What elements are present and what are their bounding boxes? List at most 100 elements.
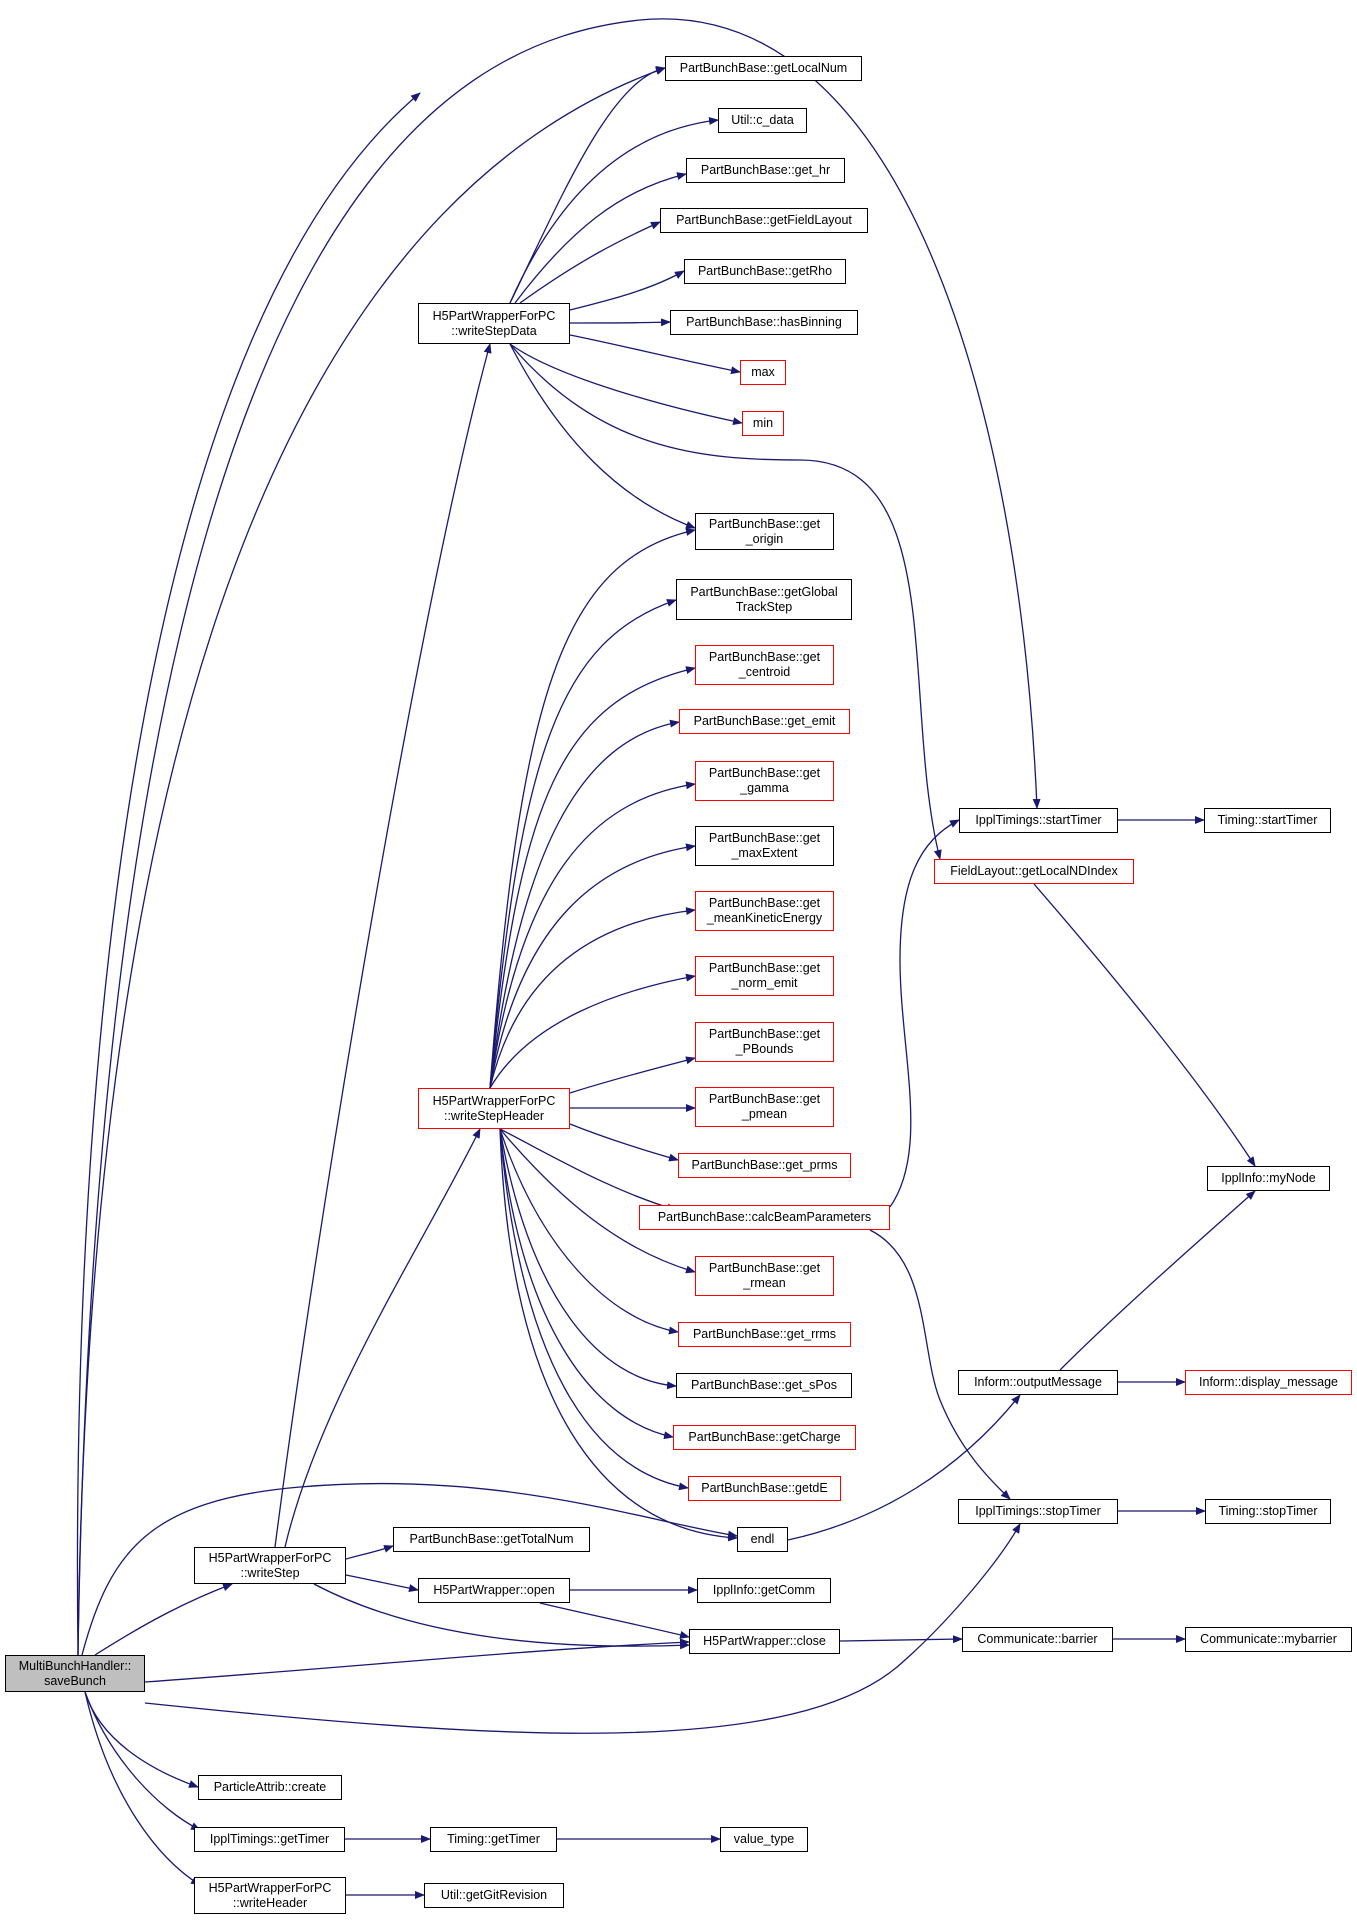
node-writeheader[interactable]: H5PartWrapperForPC::writeHeader	[194, 1877, 346, 1914]
node-get-norm-emit[interactable]: PartBunchBase::get_norm_emit	[695, 956, 834, 996]
node-get-emit[interactable]: PartBunchBase::get_emit	[679, 709, 850, 734]
node-endl[interactable]: endl	[737, 1527, 788, 1552]
node-timing-starttimer[interactable]: Timing::startTimer	[1204, 808, 1331, 833]
node-value-type[interactable]: value_type	[720, 1827, 808, 1852]
node-label-line: _meanKineticEnergy	[706, 911, 823, 925]
node-particleattrib-create[interactable]: ParticleAttrib::create	[198, 1775, 342, 1800]
call-edge	[144, 1523, 1021, 1734]
call-edge	[519, 221, 661, 304]
call-edge	[499, 1128, 674, 1440]
node-getrho[interactable]: PartBunchBase::getRho	[684, 259, 846, 284]
call-edge	[569, 1056, 696, 1094]
node-label-line: IpplTimings::getTimer	[209, 1832, 330, 1846]
node-get-hr[interactable]: PartBunchBase::get_hr	[686, 158, 845, 183]
call-edge	[284, 1128, 481, 1548]
node-getcharge[interactable]: PartBunchBase::getCharge	[673, 1425, 856, 1450]
node-get-meankineticenergy[interactable]: PartBunchBase::get_meanKineticEnergy	[695, 891, 834, 931]
node-ippltimings-gettimer[interactable]: IpplTimings::getTimer	[194, 1827, 345, 1852]
node-label-line: PartBunchBase::get	[708, 650, 821, 664]
call-edge	[499, 1128, 738, 1542]
node-get-rrms[interactable]: PartBunchBase::get_rrms	[678, 1322, 851, 1347]
node-getlocalnum[interactable]: PartBunchBase::getLocalNum	[665, 56, 862, 81]
node-label-line: Util::c_data	[731, 113, 794, 127]
node-get-maxextent[interactable]: PartBunchBase::get_maxExtent	[695, 826, 834, 866]
call-edge	[345, 1574, 419, 1592]
call-edge	[1059, 1190, 1256, 1371]
node-timing-gettimer[interactable]: Timing::getTimer	[430, 1827, 557, 1852]
node-label-line: value_type	[733, 1832, 795, 1846]
call-edge	[569, 270, 685, 311]
node-inform-display-message[interactable]: Inform::display_message	[1185, 1370, 1352, 1395]
call-edge	[489, 719, 680, 1089]
call-edge	[77, 67, 666, 1656]
node-label-line: PartBunchBase::getCharge	[688, 1430, 841, 1444]
node-ipplinfo-getcomm[interactable]: IpplInfo::getComm	[697, 1578, 831, 1603]
node-label-line: saveBunch	[44, 1673, 106, 1688]
node-writestepdata[interactable]: H5PartWrapperForPC::writeStepData	[418, 303, 570, 344]
node-max[interactable]: max	[740, 360, 786, 385]
call-edge	[94, 1583, 233, 1656]
node-communicate-barrier[interactable]: Communicate::barrier	[962, 1627, 1113, 1652]
node-label-line: PartBunchBase::getGlobal	[690, 584, 838, 599]
node-inform-outputmessage[interactable]: Inform::outputMessage	[958, 1370, 1118, 1395]
node-label-line: _origin	[745, 531, 784, 546]
node-getfieldlayout[interactable]: PartBunchBase::getFieldLayout	[660, 208, 868, 233]
node-label-line: _centroid	[738, 665, 791, 679]
node-util-c-data[interactable]: Util::c_data	[718, 108, 807, 133]
call-edge	[509, 343, 743, 426]
node-label-line: _pmean	[741, 1107, 788, 1121]
call-edge	[489, 843, 696, 1089]
node-label-line: PartBunchBase::get_hr	[700, 163, 831, 177]
node-label-line: _maxExtent	[731, 846, 798, 860]
node-label-line: PartBunchBase::get	[708, 961, 821, 975]
node-writestepheader[interactable]: H5PartWrapperForPC::writeStepHeader	[418, 1088, 570, 1129]
node-label-line: PartBunchBase::get_sPos	[691, 1378, 837, 1392]
node-label-line: PartBunchBase::getLocalNum	[679, 61, 848, 75]
node-get-rmean[interactable]: PartBunchBase::get_rmean	[695, 1256, 834, 1296]
node-calcbeamparameters[interactable]: PartBunchBase::calcBeamParameters	[639, 1205, 890, 1230]
node-get-origin[interactable]: PartBunchBase::get_origin	[695, 513, 834, 550]
node-label-line: ::writeStepData	[451, 323, 537, 338]
node-label-line: _norm_emit	[731, 976, 798, 990]
call-edge	[569, 318, 671, 327]
call-edge	[144, 1638, 690, 1683]
node-get-spos[interactable]: PartBunchBase::get_sPos	[676, 1373, 852, 1398]
node-get-pbounds[interactable]: PartBunchBase::get_PBounds	[695, 1022, 834, 1062]
call-edge	[569, 334, 741, 375]
node-label-line: IpplTimings::startTimer	[975, 813, 1102, 827]
node-multibunchhandler-savebunch: MultiBunchHandler::saveBunch	[5, 1655, 145, 1692]
call-edge	[77, 18, 1041, 1656]
node-min[interactable]: min	[742, 411, 784, 436]
node-label-line: IpplTimings::stopTimer	[975, 1504, 1101, 1518]
node-label-line: PartBunchBase::get	[708, 831, 821, 845]
node-label-line: _gamma	[740, 781, 789, 795]
node-get-pmean[interactable]: PartBunchBase::get_pmean	[695, 1087, 834, 1127]
node-label-line: PartBunchBase::get_emit	[693, 714, 836, 728]
call-edge	[869, 1229, 1011, 1500]
call-edge	[787, 1394, 1021, 1541]
call-edge	[84, 1691, 201, 1886]
node-ippltimings-stoptimer[interactable]: IpplTimings::stopTimer	[958, 1499, 1118, 1524]
node-h5partwrapper-open[interactable]: H5PartWrapper::open	[418, 1578, 570, 1603]
node-get-prms[interactable]: PartBunchBase::get_prms	[678, 1153, 851, 1178]
node-label-line: PartBunchBase::getRho	[697, 264, 833, 278]
node-timing-stoptimer[interactable]: Timing::stopTimer	[1205, 1499, 1331, 1524]
node-communicate-mybarrier[interactable]: Communicate::mybarrier	[1185, 1627, 1352, 1652]
node-get-centroid[interactable]: PartBunchBase::get_centroid	[695, 645, 834, 685]
node-getde[interactable]: PartBunchBase::getdE	[688, 1476, 841, 1501]
node-fieldlayout-getlocalndindex[interactable]: FieldLayout::getLocalNDIndex	[934, 859, 1134, 884]
node-label-line: H5PartWrapperForPC	[208, 1880, 332, 1895]
node-gettotalnum[interactable]: PartBunchBase::getTotalNum	[393, 1527, 590, 1552]
node-label-line: PartBunchBase::get	[708, 1027, 821, 1041]
node-h5partwrapper-close[interactable]: H5PartWrapper::close	[689, 1629, 840, 1654]
node-util-getgitrevision[interactable]: Util::getGitRevision	[424, 1883, 564, 1908]
call-edge	[313, 1583, 690, 1650]
call-edge	[499, 1128, 689, 1491]
node-hasbinning[interactable]: PartBunchBase::hasBinning	[670, 310, 858, 335]
call-edge	[569, 1123, 679, 1162]
node-get-gamma[interactable]: PartBunchBase::get_gamma	[695, 761, 834, 801]
node-writestep[interactable]: H5PartWrapperForPC::writeStep	[194, 1547, 346, 1584]
node-ipplinfo-mynode[interactable]: IpplInfo::myNode	[1207, 1166, 1330, 1191]
node-ippltimings-starttimer[interactable]: IpplTimings::startTimer	[959, 808, 1118, 833]
